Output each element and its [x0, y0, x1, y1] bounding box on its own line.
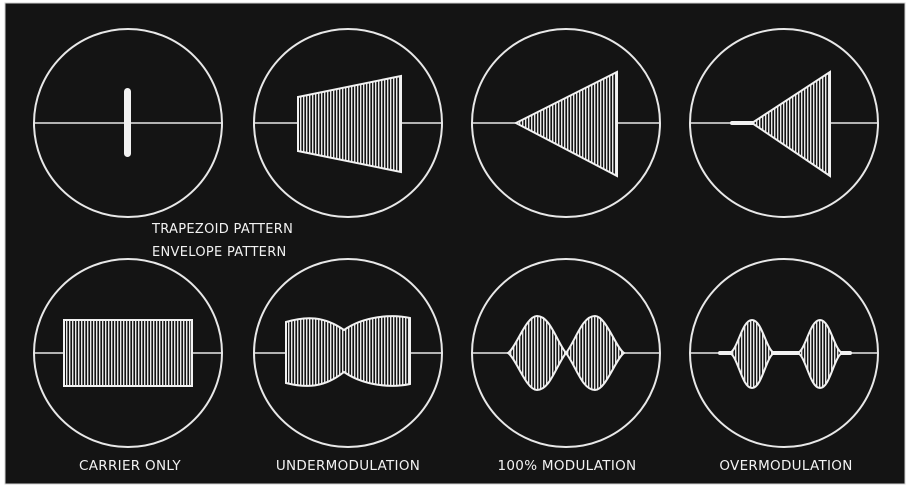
legend-envelope-pattern: ENVELOPE PATTERN	[152, 245, 287, 260]
legend-trapezoid-pattern: TRAPEZOID PATTERN	[151, 222, 293, 237]
carrier-trace	[124, 88, 131, 157]
figure-background	[5, 3, 905, 484]
envelope-rectangle	[64, 320, 192, 386]
caption-undermodulation: UNDERMODULATION	[276, 458, 420, 474]
caption-overmodulation: OVERMODULATION	[719, 458, 852, 474]
envelope-wave	[286, 316, 410, 386]
caption-carrier-only: CARRIER ONLY	[79, 458, 181, 474]
caption-full-modulation: 100% MODULATION	[498, 458, 637, 474]
